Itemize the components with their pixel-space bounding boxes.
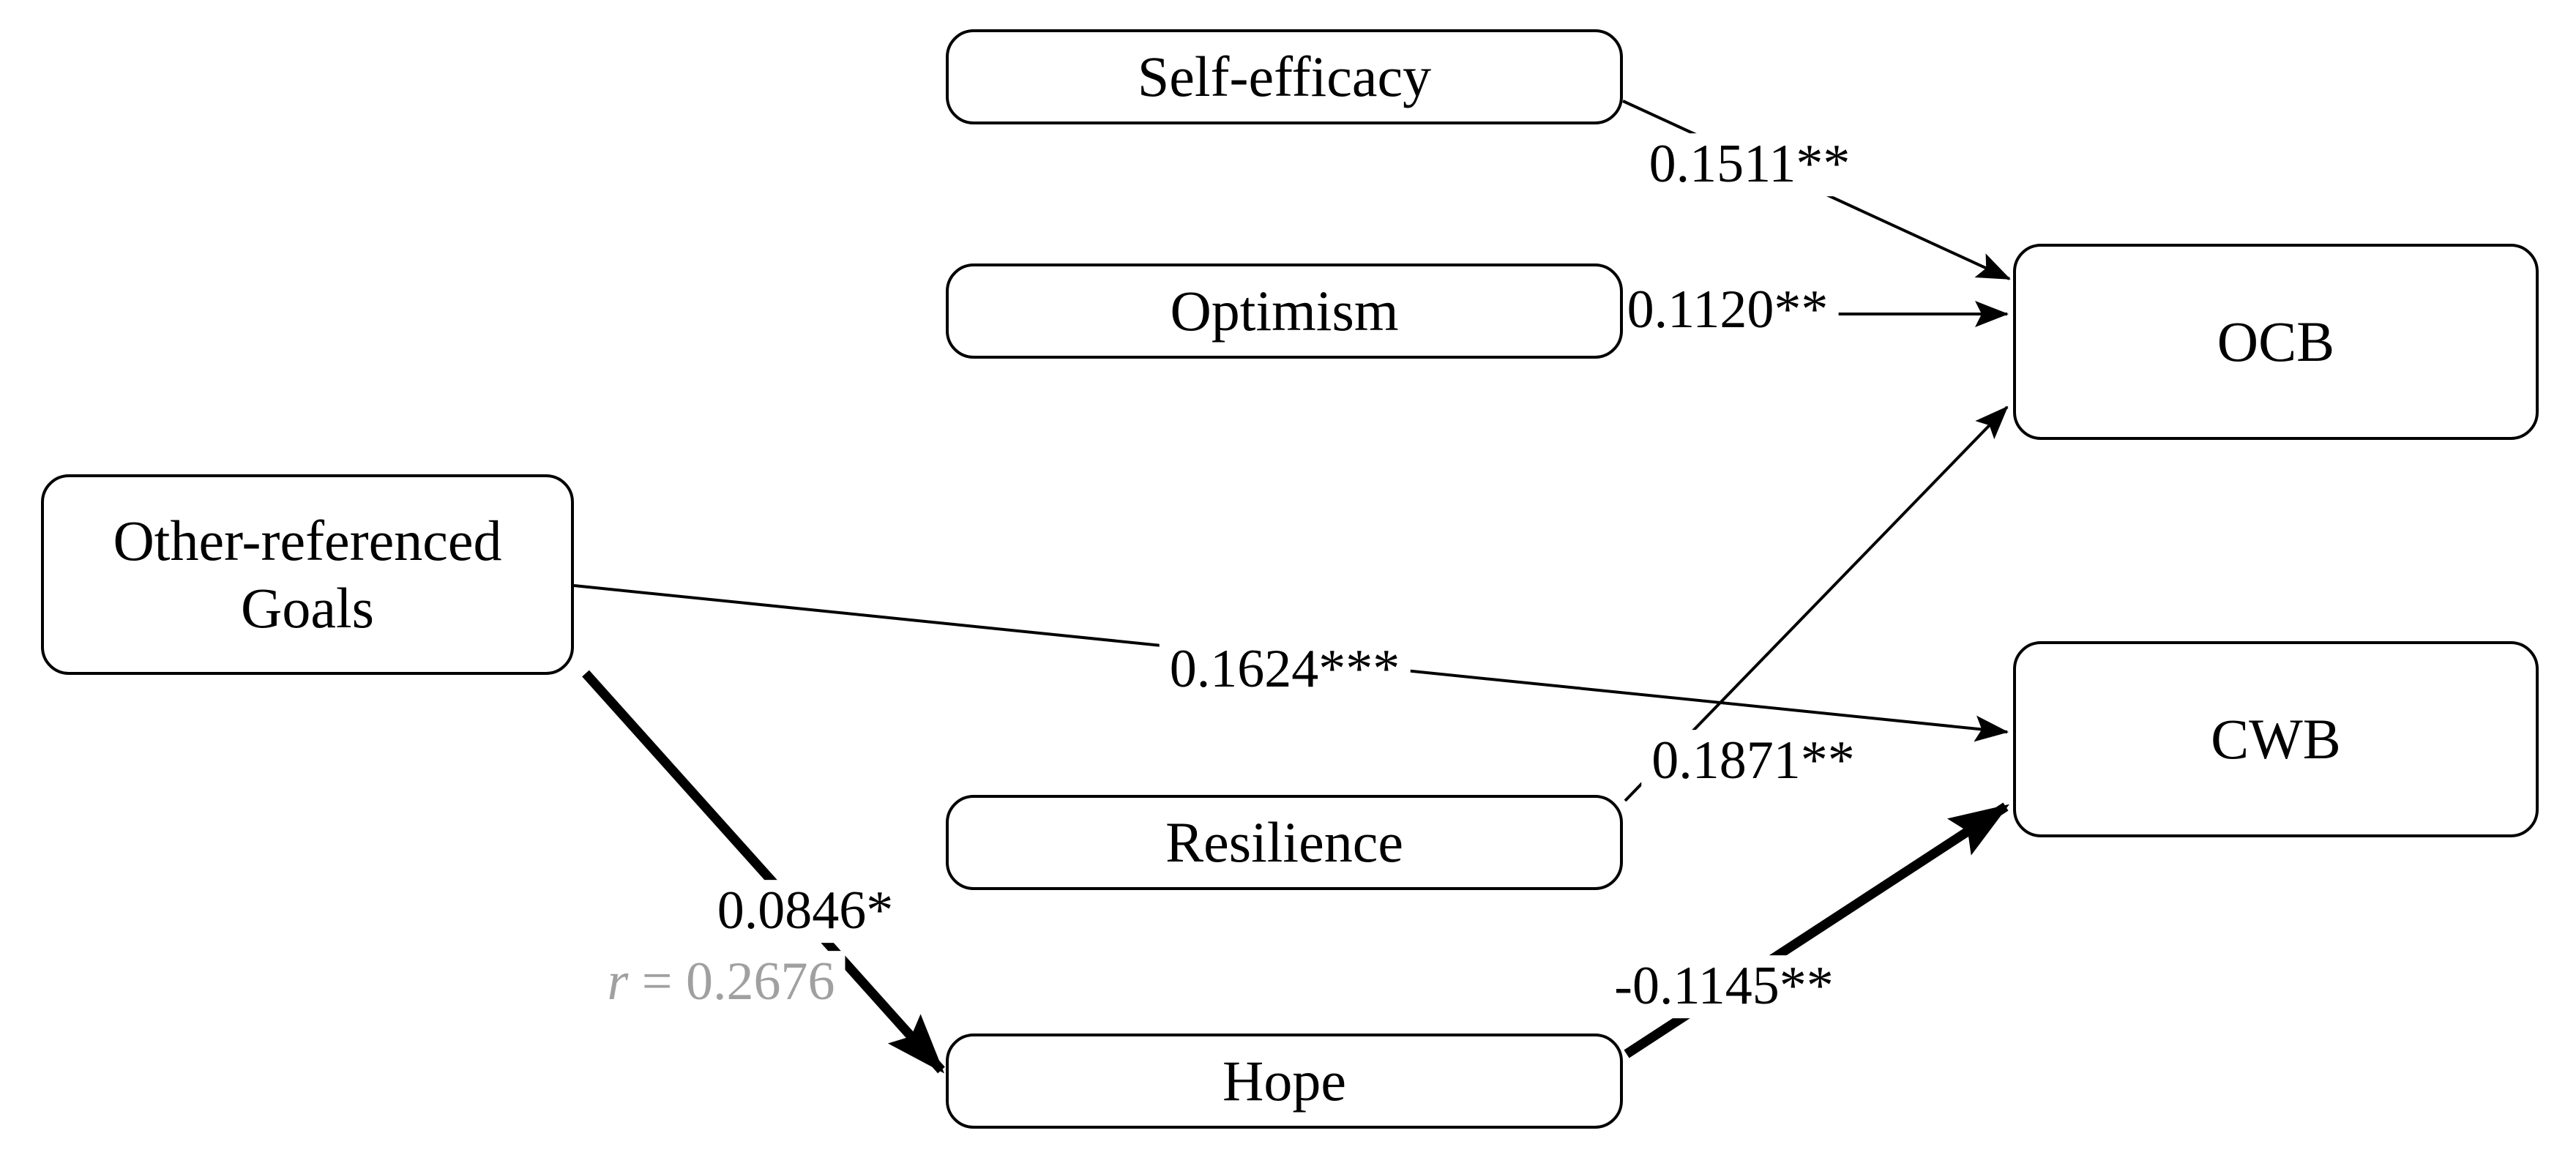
node-resilience: Resilience (946, 795, 1623, 890)
coefficient-optimism-to-ocb: 0.1120** (1616, 279, 1839, 342)
node-resilience-label: Resilience (1165, 810, 1403, 874)
coefficient-hope-to-cwb: -0.1145** (1604, 955, 1844, 1018)
node-hope-label: Hope (1222, 1048, 1346, 1113)
node-other-referenced-goals-label: Other-referenced Goals (113, 507, 501, 642)
correlation-other-goals-hope: r = 0.2676 (597, 951, 845, 1014)
node-cwb-label: CWB (2211, 706, 2341, 771)
node-other-referenced-goals: Other-referenced Goals (41, 474, 574, 675)
node-optimism-label: Optimism (1170, 278, 1399, 343)
correlation-symbol: r (607, 952, 629, 1012)
coefficient-resilience-to-ocb: 0.1871** (1641, 730, 1865, 793)
node-other-referenced-goals-line2: Goals (241, 576, 374, 640)
path-other-goals-to-hope (582, 670, 945, 1074)
coefficient-other-goals-to-hope: 0.0846* (706, 880, 904, 943)
node-self-efficacy-label: Self-efficacy (1137, 44, 1432, 108)
node-cwb: CWB (2013, 641, 2539, 837)
coefficient-self-efficacy-to-ocb: 0.1511** (1638, 133, 1861, 196)
coefficient-other-goals-to-cwb: 0.1624*** (1159, 638, 1411, 701)
node-ocb: OCB (2013, 244, 2539, 440)
node-self-efficacy: Self-efficacy (946, 29, 1623, 124)
correlation-value: = 0.2676 (628, 952, 835, 1012)
node-ocb-label: OCB (2217, 309, 2335, 373)
node-other-referenced-goals-line1: Other-referenced (113, 508, 502, 572)
node-hope: Hope (946, 1034, 1623, 1129)
node-optimism: Optimism (946, 264, 1623, 359)
